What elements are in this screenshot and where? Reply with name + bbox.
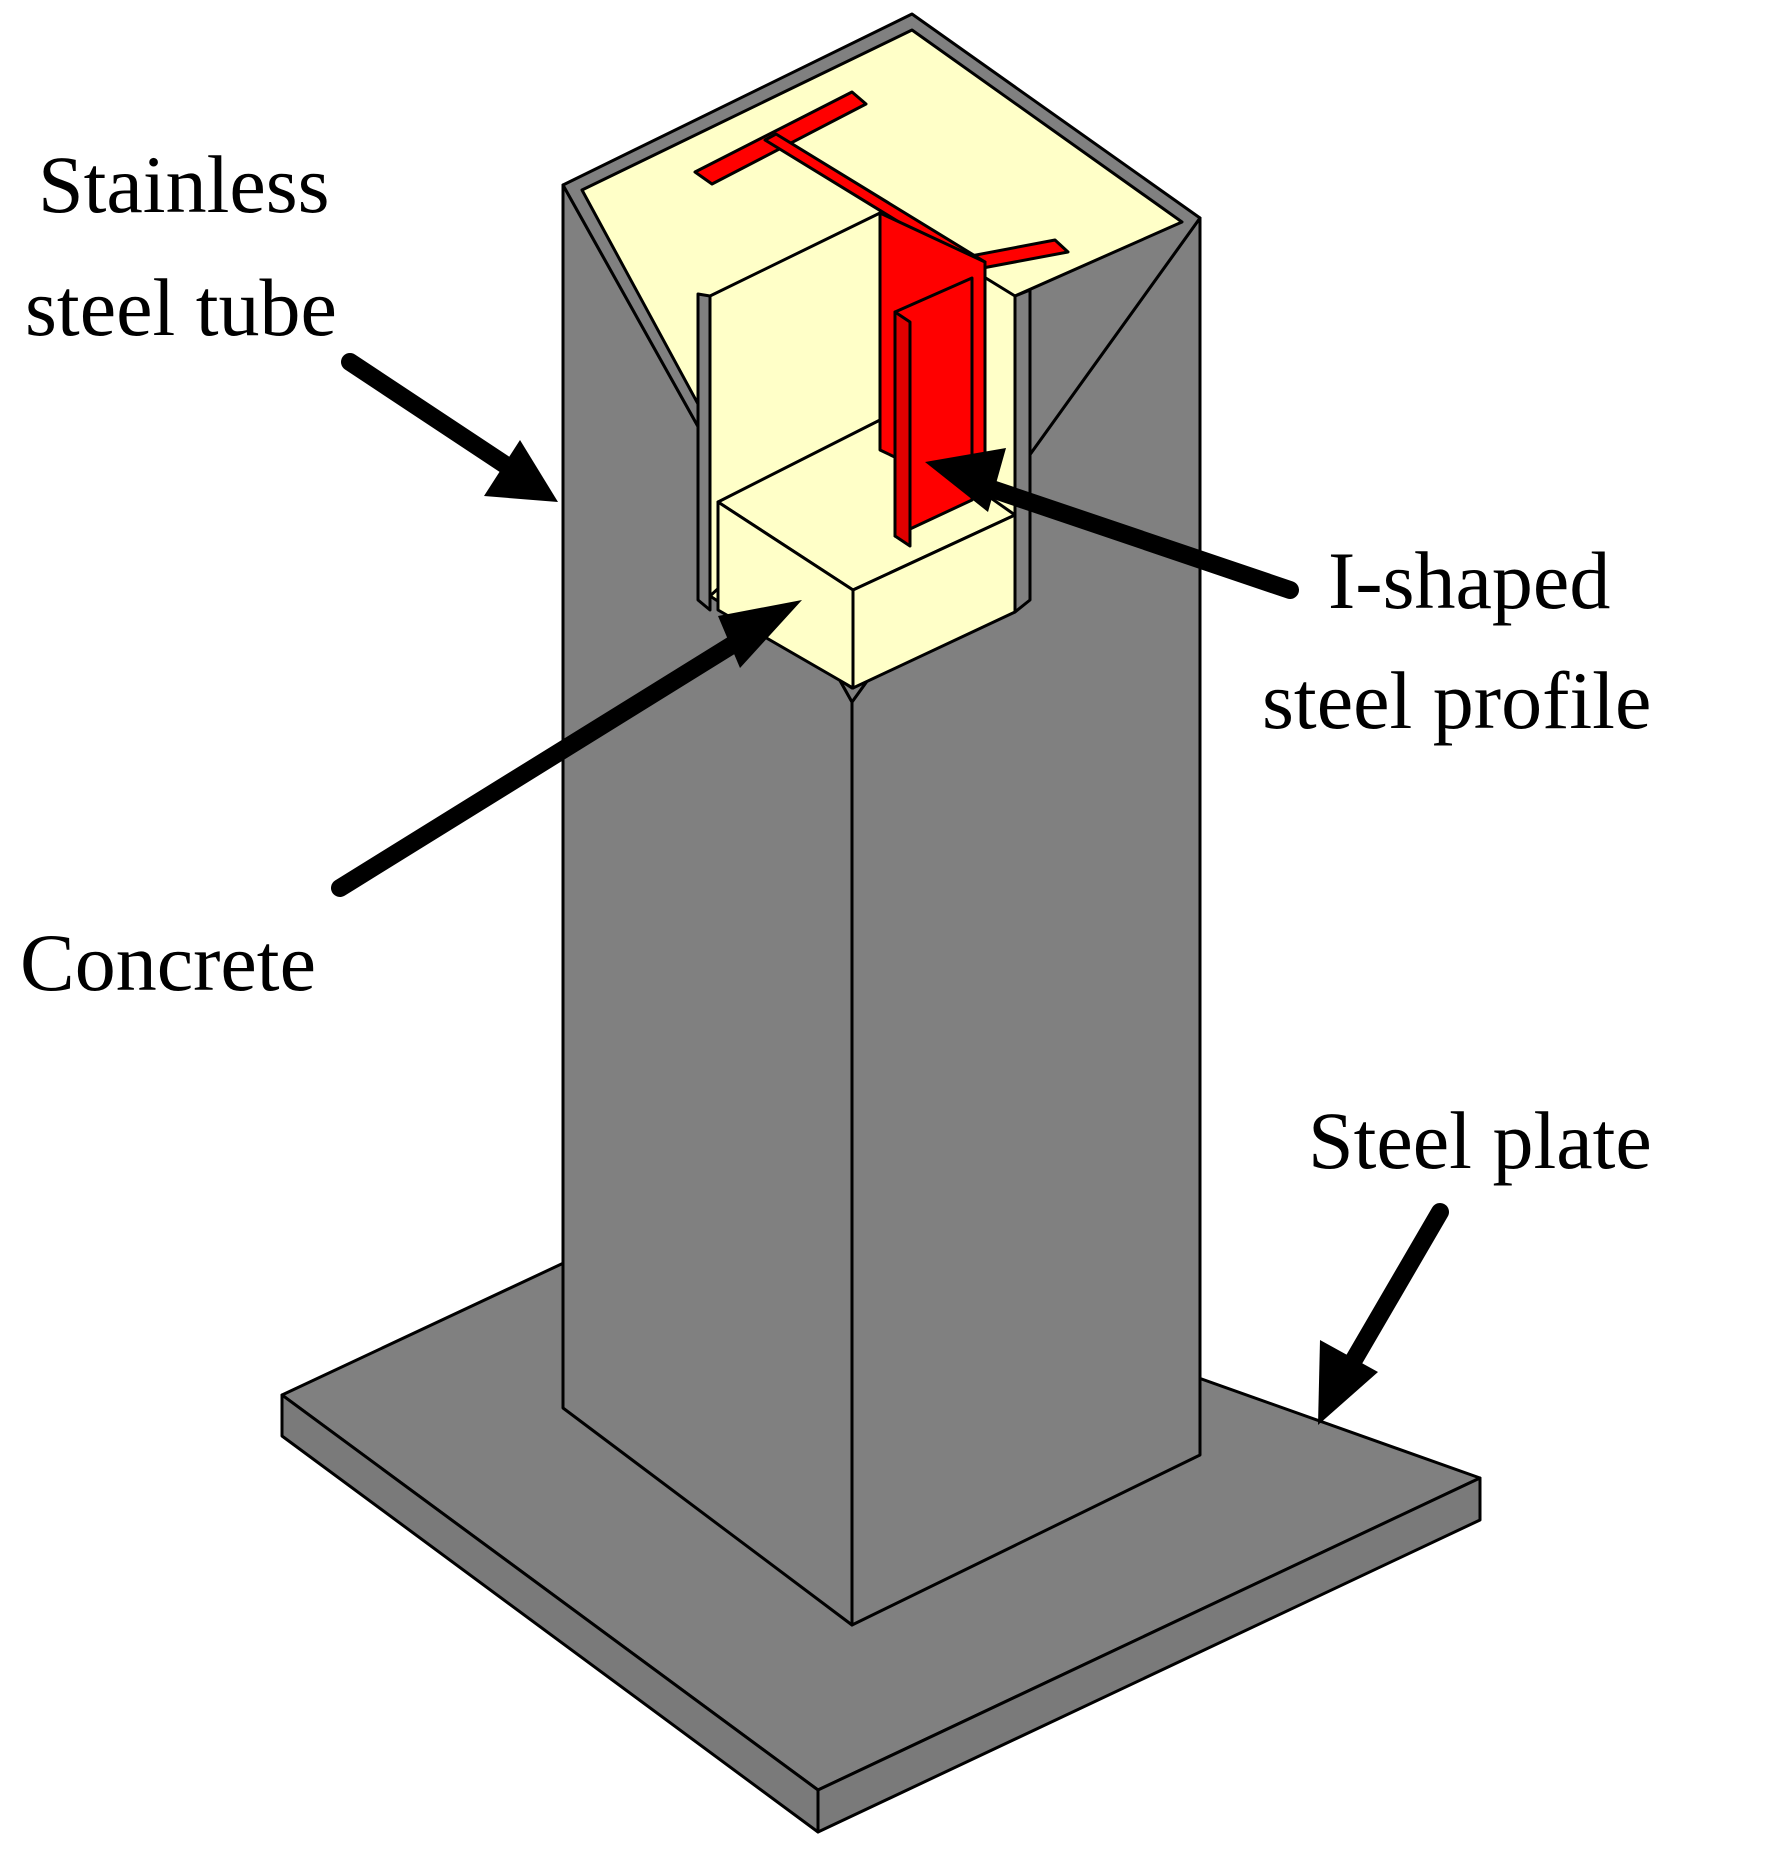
arrow-concrete [331, 600, 802, 897]
label-concrete: Concrete [20, 917, 316, 1008]
label-steel-plate: Steel plate [1308, 1095, 1652, 1186]
label-stainless-line1: Stainless [38, 139, 330, 230]
tube-cut-edge-right [1013, 288, 1032, 614]
plate-front-right-face [816, 1476, 1482, 1834]
arrow-icon [971, 476, 1299, 599]
arrowhead-icon [925, 448, 1006, 512]
arrowhead-icon [1318, 1340, 1378, 1425]
label-stainless-line2: steel tube [25, 262, 337, 353]
arrow-icon [1339, 1203, 1449, 1379]
arrow-icon [341, 353, 519, 477]
arrow-i-shaped-profile [925, 448, 1299, 599]
arrow-stainless-steel-tube [341, 353, 558, 502]
arrowhead-icon [484, 440, 558, 502]
label-ishaped-line1: I-shaped [1328, 535, 1610, 626]
arrow-steel-plate [1318, 1203, 1449, 1425]
arrowhead-icon [718, 600, 802, 668]
profile-flange-front-side [893, 310, 912, 548]
arrow-icon [331, 628, 754, 897]
label-ishaped-line2: steel profile [1262, 655, 1651, 746]
tube-cut-edge-left [696, 292, 712, 612]
